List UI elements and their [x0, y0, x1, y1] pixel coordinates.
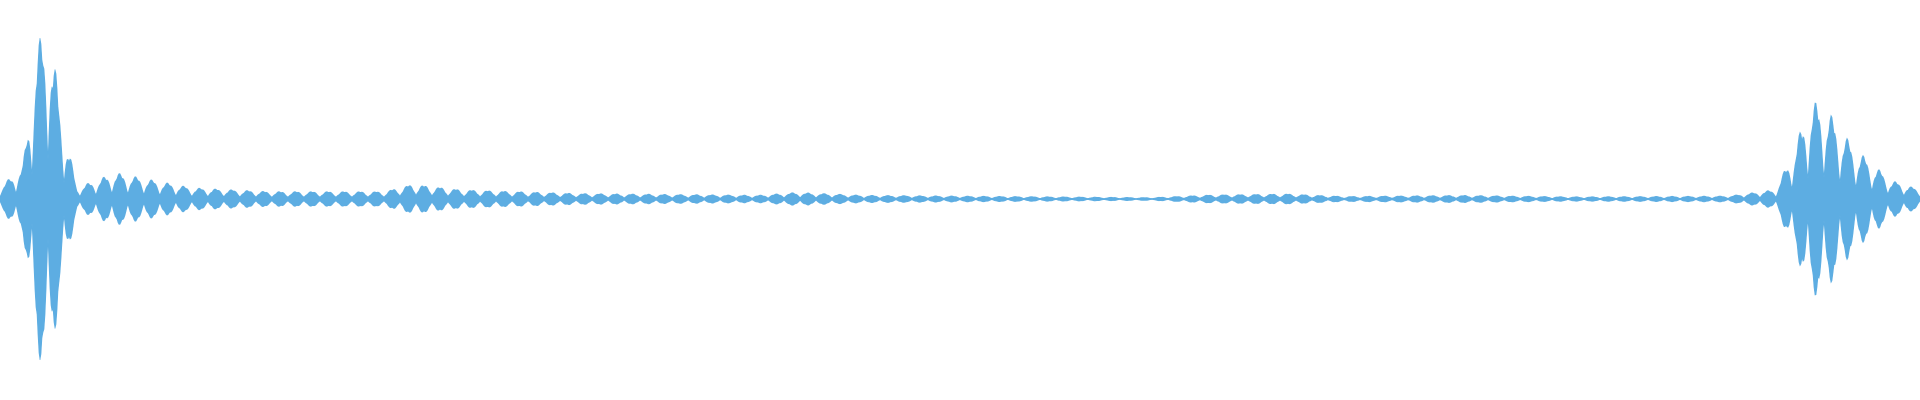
waveform-path — [0, 37, 1920, 361]
